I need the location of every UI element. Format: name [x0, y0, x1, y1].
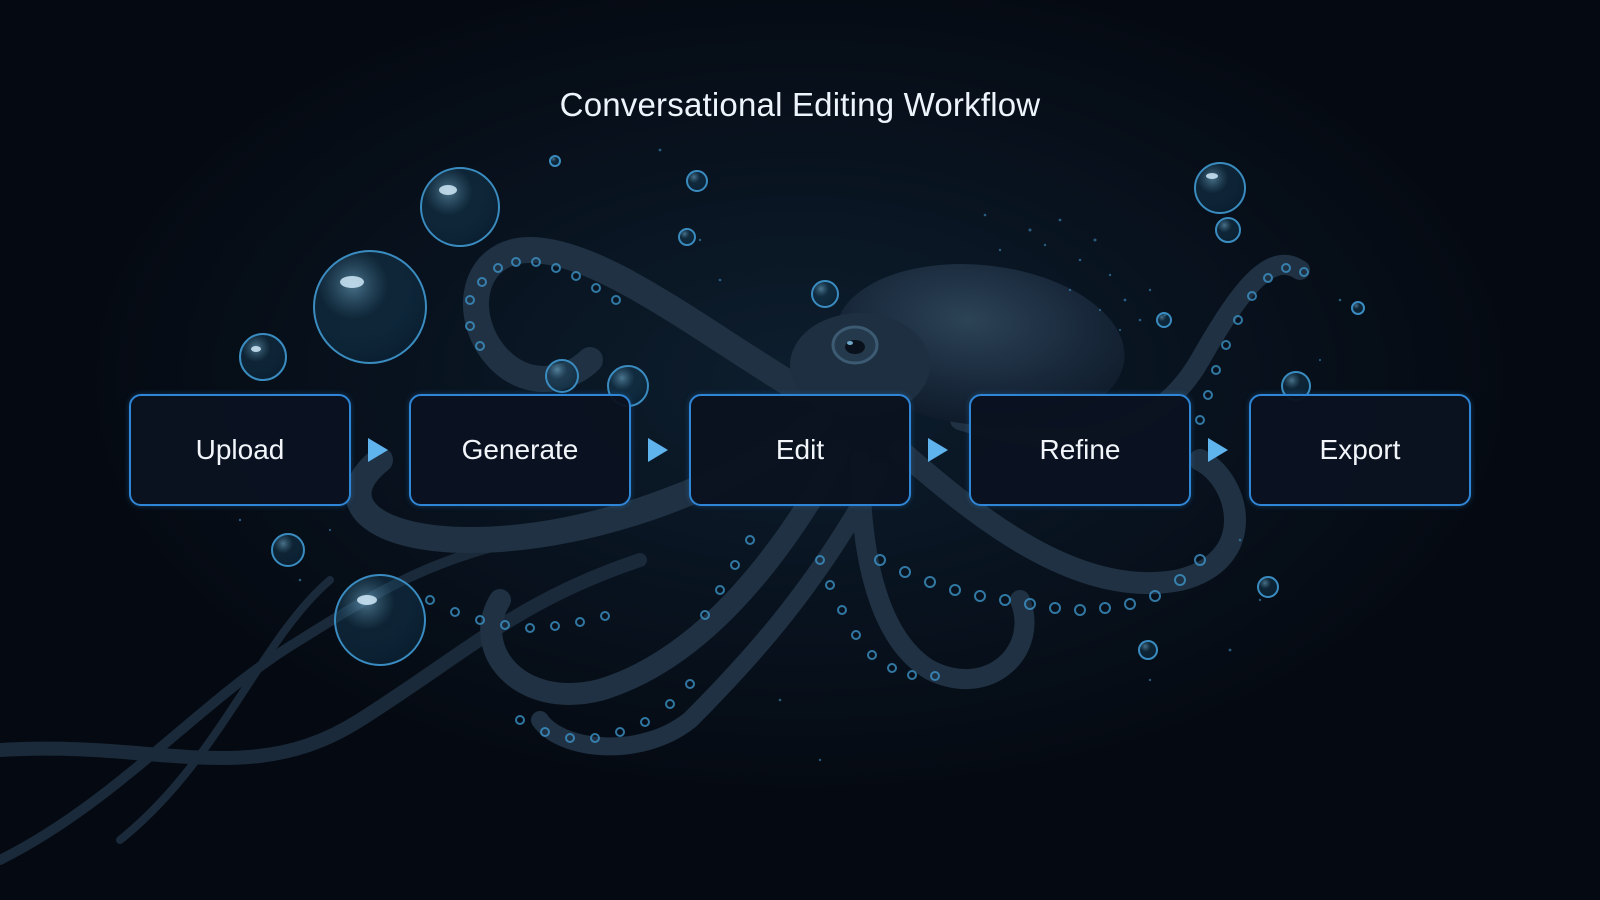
step-refine[interactable]: Refine — [969, 394, 1191, 506]
step-upload[interactable]: Upload — [129, 394, 351, 506]
arrow-right-icon — [648, 438, 668, 462]
arrow-right-icon — [368, 438, 388, 462]
arrow-right-icon — [928, 438, 948, 462]
step-edit[interactable]: Edit — [689, 394, 911, 506]
step-generate[interactable]: Generate — [409, 394, 631, 506]
diagram-title: Conversational Editing Workflow — [559, 86, 1041, 123]
step-export[interactable]: Export — [1249, 394, 1471, 506]
arrow-right-icon — [1208, 438, 1228, 462]
